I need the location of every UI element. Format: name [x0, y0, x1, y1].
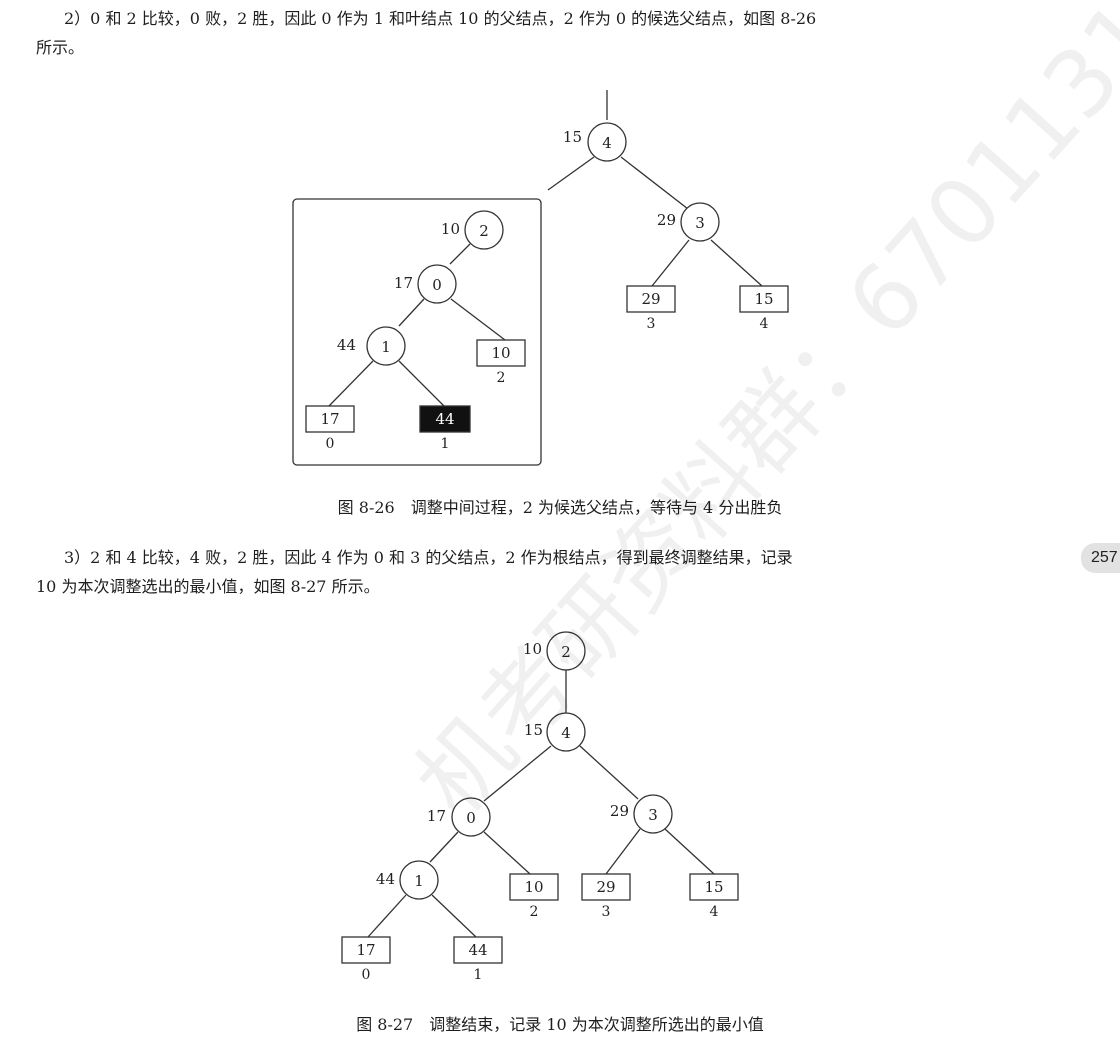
tree-edge: [449, 243, 471, 265]
figure-caption: 图 8-27 调整结束，记录 10 为本次调整所选出的最小值: [356, 1015, 764, 1034]
leaf-node: 10 2: [509, 873, 559, 920]
tree-node: 0 17: [394, 264, 457, 304]
figure-caption: 图 8-26 调整中间过程，2 为候选父结点，等待与 4 分出胜负: [337, 498, 783, 517]
tree-edge: [620, 156, 689, 210]
svg-text:0: 0: [466, 809, 476, 827]
tree-node: 3 29: [610, 794, 673, 834]
page-number: 257: [1081, 543, 1120, 573]
tree-edge: [429, 831, 459, 863]
svg-text:2: 2: [497, 370, 506, 386]
tree-edge: [367, 894, 407, 938]
svg-text:3: 3: [648, 806, 658, 824]
tree-node: 2 10: [441, 210, 504, 250]
paragraph-line: 2）0 和 2 比较，0 败，2 胜，因此 0 作为 1 和叶结点 10 的父结…: [64, 9, 817, 28]
paragraph-line: 10 为本次调整选出的最小值，如图 8-27 所示。: [36, 577, 380, 596]
figure-8-27-diagram: 2 10 4 15 0 17 3 29 1 44: [341, 631, 739, 983]
leaf-node-highlighted: 44 1: [419, 405, 471, 452]
tree-edge: [710, 239, 763, 287]
leaf-node: 29 3: [626, 285, 676, 332]
svg-text:29: 29: [657, 211, 676, 229]
tree-edge: [605, 828, 641, 875]
tree-node-root: 2 10: [523, 631, 586, 671]
paragraph-line: 3）2 和 4 比较，4 败，2 胜，因此 4 作为 0 和 3 的父结点，2 …: [64, 548, 793, 567]
svg-text:4: 4: [602, 134, 612, 152]
tree-edge: [579, 745, 639, 800]
svg-text:2: 2: [479, 222, 489, 240]
svg-text:17: 17: [320, 410, 339, 428]
tree-node: 4 15: [563, 122, 627, 162]
leaf-node: 15 4: [739, 285, 789, 332]
svg-text:1: 1: [441, 436, 450, 452]
svg-text:29: 29: [610, 802, 629, 820]
tree-edge: [398, 360, 445, 407]
leaf-node: 15 4: [689, 873, 739, 920]
svg-text:2: 2: [561, 643, 571, 661]
svg-text:44: 44: [435, 410, 454, 428]
tree-edge: [431, 894, 477, 938]
svg-text:10: 10: [491, 344, 510, 362]
svg-text:29: 29: [596, 878, 615, 896]
svg-text:15: 15: [754, 290, 773, 308]
tree-node: 1 44: [337, 326, 406, 366]
paragraph-step-3: 3）2 和 4 比较，4 败，2 胜，因此 4 作为 0 和 3 的父结点，2 …: [36, 543, 1056, 601]
leaf-node: 17 0: [341, 936, 391, 983]
svg-text:3: 3: [647, 316, 656, 332]
svg-text:10: 10: [524, 878, 543, 896]
tree-edge: [450, 298, 506, 341]
svg-text:44: 44: [468, 941, 487, 959]
svg-text:3: 3: [602, 904, 611, 920]
tree-node: 0 17: [427, 797, 491, 837]
svg-text:4: 4: [760, 316, 769, 332]
svg-text:0: 0: [432, 276, 442, 294]
svg-text:10: 10: [523, 640, 542, 658]
candidate-subtree-frame: [292, 198, 542, 466]
svg-text:4: 4: [710, 904, 719, 920]
svg-text:0: 0: [326, 436, 335, 452]
svg-text:2: 2: [530, 904, 539, 920]
tree-edge: [664, 828, 715, 875]
leaf-node: 17 0: [305, 405, 355, 452]
tree-edge: [651, 239, 690, 287]
tree-edge: [328, 360, 374, 407]
svg-text:0: 0: [362, 967, 371, 983]
svg-text:29: 29: [641, 290, 660, 308]
svg-text:44: 44: [376, 870, 395, 888]
svg-text:17: 17: [356, 941, 375, 959]
svg-text:44: 44: [337, 336, 356, 354]
leaf-node: 29 3: [581, 873, 631, 920]
svg-text:10: 10: [441, 220, 460, 238]
tree-node: 4 15: [524, 712, 586, 752]
svg-text:17: 17: [394, 274, 413, 292]
tree-edge: [483, 831, 531, 875]
svg-text:1: 1: [474, 967, 483, 983]
svg-text:4: 4: [561, 724, 571, 742]
tree-edge: [398, 298, 425, 327]
paragraph-line: 所示。: [36, 38, 85, 57]
tree-edge: [547, 156, 595, 191]
figure-8-26-diagram: 4 15 3 29 2 10 0 17 1 44: [292, 90, 789, 466]
leaf-node: 10 2: [476, 339, 526, 386]
tree-edge: [483, 745, 552, 802]
tree-node: 3 29: [657, 202, 720, 242]
svg-text:15: 15: [563, 128, 582, 146]
svg-text:3: 3: [695, 214, 705, 232]
svg-text:15: 15: [524, 721, 543, 739]
svg-text:1: 1: [381, 338, 391, 356]
svg-text:1: 1: [414, 872, 424, 890]
paragraph-step-2: 2）0 和 2 比较，0 败，2 胜，因此 0 作为 1 和叶结点 10 的父结…: [36, 4, 1056, 62]
tree-node: 1 44: [376, 860, 439, 900]
svg-text:15: 15: [704, 878, 723, 896]
svg-text:17: 17: [427, 807, 446, 825]
leaf-node: 44 1: [453, 936, 503, 983]
